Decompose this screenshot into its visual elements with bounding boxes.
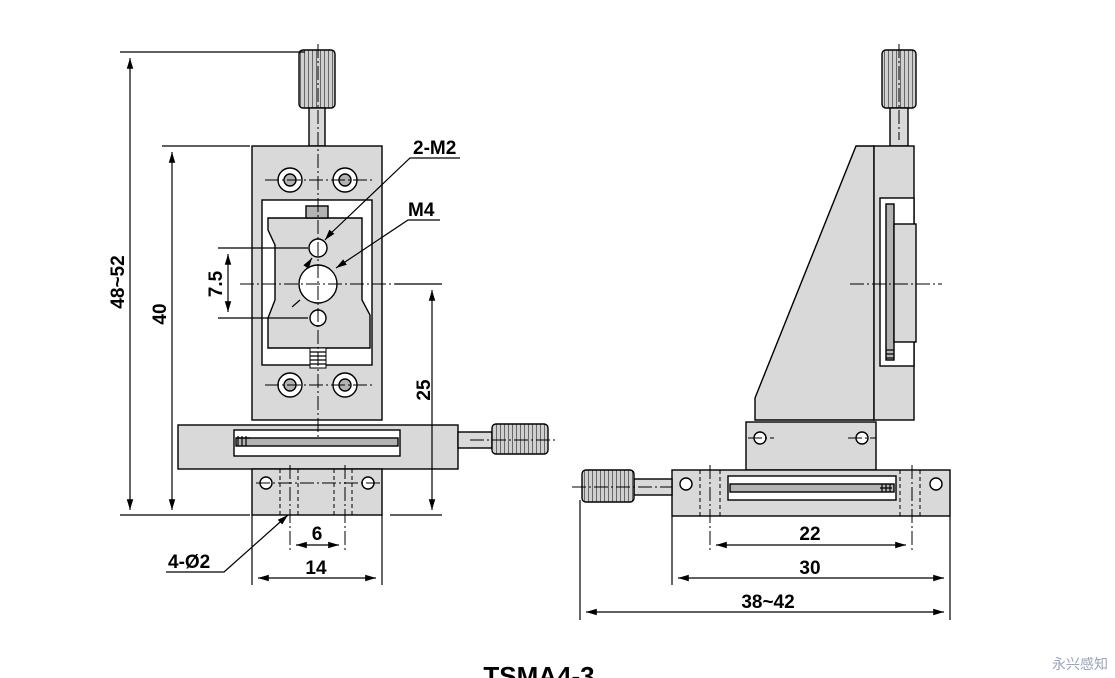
dim-center-height: 25 bbox=[414, 379, 435, 401]
watermark: 永兴感知 bbox=[1052, 656, 1108, 673]
dim-overall-height: 48~52 bbox=[108, 255, 129, 308]
callout-small-holes: 2-M2 bbox=[413, 138, 456, 159]
callout-mount-holes: 4-Ø2 bbox=[168, 552, 210, 573]
callout-center-hole: M4 bbox=[408, 200, 435, 221]
front-view: 48~52 40 7.5 25 6 14 4-Ø2 2-M2 M4 bbox=[108, 44, 558, 585]
top-knob bbox=[298, 49, 336, 109]
dim-hole-spacing: 7.5 bbox=[206, 270, 227, 297]
dim-side-hole-pitch: 22 bbox=[799, 524, 820, 545]
front-base bbox=[251, 468, 383, 516]
dim-hole-pitch: 6 bbox=[312, 524, 323, 545]
side-knob bbox=[491, 423, 549, 455]
side-left-knob bbox=[581, 469, 635, 503]
angle-bracket bbox=[754, 145, 875, 421]
top-screw-shaft bbox=[308, 107, 326, 147]
dim-base-width: 14 bbox=[305, 558, 327, 579]
dim-side-base-length: 30 bbox=[799, 558, 820, 579]
side-connector bbox=[745, 421, 877, 471]
dim-side-overall-length: 38~42 bbox=[741, 592, 794, 613]
dim-body-height: 40 bbox=[150, 303, 171, 324]
drawing-title: TSMA4-3 bbox=[483, 661, 594, 678]
side-view: 22 30 38~42 bbox=[572, 44, 951, 620]
